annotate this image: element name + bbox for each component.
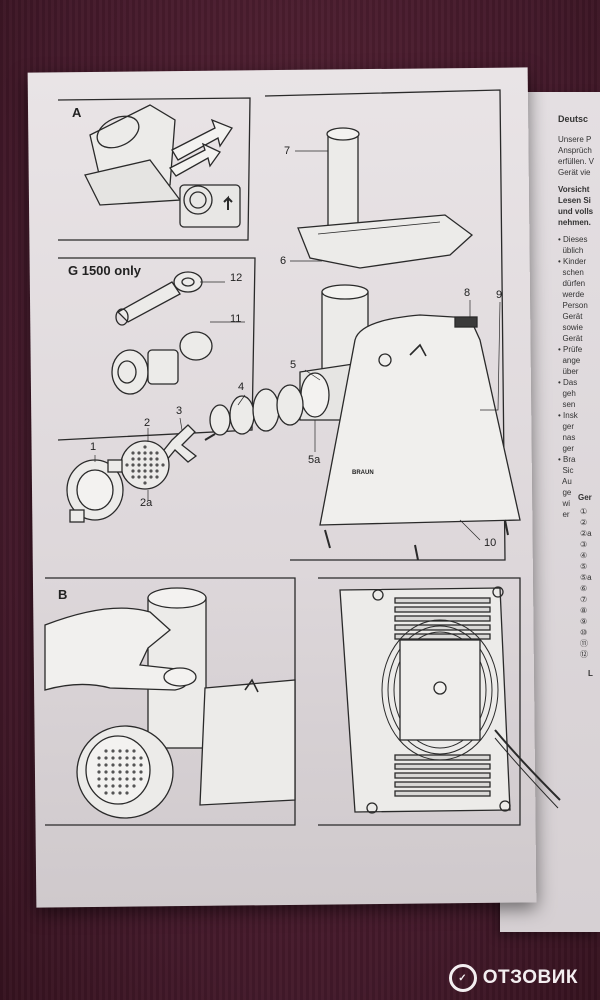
bullets-line: • Insk (558, 411, 578, 420)
warning-line: und volls (558, 207, 594, 216)
bullets-line: werde (558, 290, 585, 299)
watermark-text: ОТЗОВИК (482, 967, 578, 988)
arrow-up-icon (223, 195, 233, 210)
bullets-line: Gerät (558, 312, 583, 321)
bullets-line: Au (558, 477, 572, 486)
parts-line: ⑩ (580, 628, 588, 637)
callout-12: 12 (230, 272, 243, 284)
panel-b-drawing (44, 587, 296, 819)
bullets-line: er (558, 510, 570, 519)
lines-line: erfüllen. V (558, 157, 595, 166)
warning-line: Vorsicht (558, 185, 590, 194)
bullets-line: ger (558, 422, 575, 431)
parts-line: ⑦ (580, 595, 588, 604)
parts-line: ⑧ (580, 606, 588, 615)
panel-a-frame (57, 97, 251, 241)
ring-nut (66, 459, 124, 523)
panel-g-drawing (111, 271, 245, 395)
page-heading: Deutsc (558, 114, 589, 124)
panel-a-label: A (72, 105, 82, 120)
callout-6: 6 (280, 255, 287, 267)
parts-line: ⑪ (580, 639, 588, 648)
bottom-view-drawing (339, 586, 561, 814)
arrow-right-icon (171, 118, 233, 161)
bullets-line: sen (558, 400, 576, 409)
bullets-line: • Dieses (558, 235, 588, 244)
panel-bottom-frame (318, 577, 521, 826)
parts-line: ④ (580, 551, 588, 560)
panel-g-frame (57, 257, 256, 441)
bullets-line: nas (558, 433, 576, 442)
parts-line: ⑫ (580, 650, 588, 659)
watermark: ✓ ОТЗОВИК (448, 964, 578, 992)
tail-letter: L (588, 669, 593, 678)
worm-screw (204, 384, 304, 441)
panel-g-label: G 1500 only (68, 263, 141, 278)
panel-b-label: B (58, 587, 68, 602)
parts-line: ③ (580, 540, 588, 549)
grinder-drawing (66, 127, 521, 561)
bullets-line: • Bra (558, 455, 576, 464)
callout-2: 2 (144, 417, 151, 429)
callout-3: 3 (176, 405, 183, 417)
bullets-line: • Kinder (558, 257, 587, 266)
motor-housing (319, 314, 521, 526)
parts-line: ① (580, 507, 588, 516)
callout-2a: 2a (140, 497, 153, 509)
panel-a-drawing (84, 104, 241, 228)
lines-line: Gerät vie (558, 168, 591, 177)
bullets-line: • Prüfe (558, 345, 583, 354)
bullets-line: sowie (558, 323, 583, 332)
bullets-line: dürfen (558, 279, 586, 288)
parts-heading: Ger (578, 493, 592, 502)
parts-line: ⑤ (580, 562, 588, 571)
parts-line: ② (580, 518, 588, 527)
bullets-line: schen (558, 268, 584, 277)
lines-line: Ansprüch (558, 146, 592, 155)
intro-text: Unsere P Ansprüch erfüllen. V Gerät vie (558, 134, 594, 178)
callout-11: 11 (230, 313, 242, 325)
perforated-disc (120, 440, 170, 490)
callout-1: 1 (90, 441, 97, 453)
safety-bullets: • Dieses üblich • Kinder schen dürfen wer… (558, 234, 588, 520)
bullets-line: geh (558, 389, 576, 398)
callout-4: 4 (238, 381, 245, 393)
parts-line: ⑥ (580, 584, 588, 593)
bullets-line: Sic (558, 466, 574, 475)
bullets-line: ange (558, 356, 581, 365)
bullets-line: wi (558, 499, 570, 508)
callout-5a: 5a (308, 454, 321, 466)
parts-list: ① ② ②a ③ ④ ⑤ ⑤a ⑥ ⑦ ⑧ ⑨ ⑩ ⑪ ⑫ (580, 506, 592, 660)
warning-line: Lesen Si (558, 196, 591, 205)
lines-line: Unsere P (558, 135, 592, 144)
rotate-arrow-icon (409, 343, 427, 357)
parts-line: ⑤a (580, 573, 592, 582)
bullets-line: üblich (558, 246, 584, 255)
switch-icon (454, 316, 478, 328)
bullets-line: ge (558, 488, 572, 497)
parts-line: ⑨ (580, 617, 588, 626)
parts-line: ②a (580, 529, 592, 538)
callout-7: 7 (284, 145, 291, 157)
brand-logo: BRAUN (352, 470, 374, 476)
callout-5: 5 (290, 359, 297, 371)
bullets-line: • Das (558, 378, 578, 387)
bullets-line: Person (558, 301, 588, 310)
bullets-line: Gerät (558, 334, 583, 343)
warning-line: nehmen. (558, 218, 591, 227)
callout-10: 10 (484, 537, 497, 549)
bullets-line: ger (558, 444, 575, 453)
rotate-arrow-icon (244, 678, 259, 693)
main-panel-frame (264, 89, 506, 561)
arrow-left-icon (169, 142, 221, 177)
callout-8: 8 (464, 287, 471, 299)
bullets-line: über (558, 367, 579, 376)
callout-9: 9 (496, 289, 503, 301)
watermark-logo-icon: ✓ (448, 964, 477, 992)
